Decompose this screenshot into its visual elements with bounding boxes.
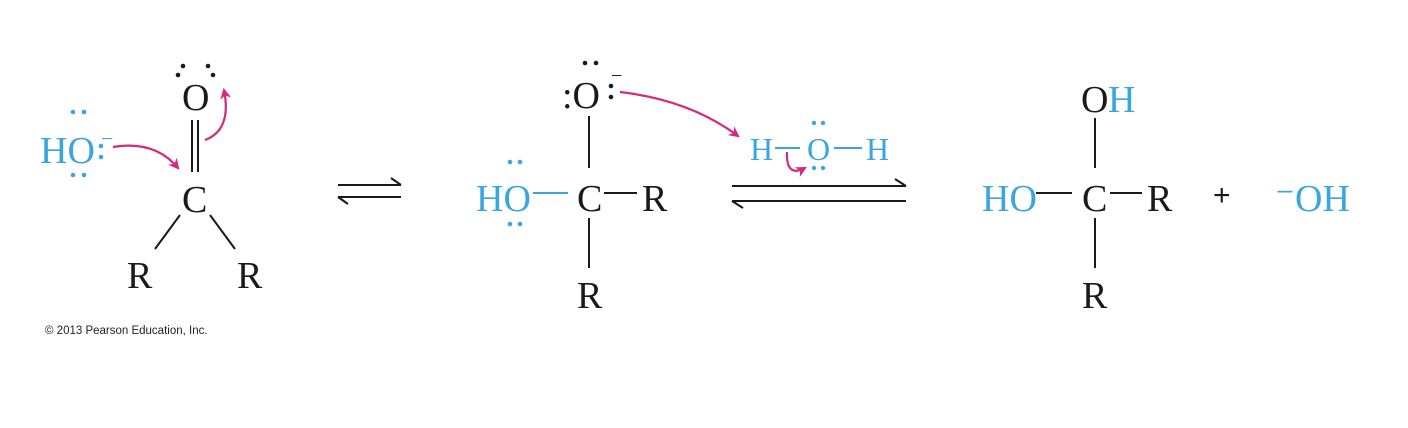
reactant-ketone: O C R R HO −	[40, 63, 263, 297]
r-group-right: R	[237, 255, 263, 297]
r-group-right: R	[1147, 178, 1173, 220]
atom-oxygen: O	[182, 77, 209, 119]
hydroxide-lone-pairs	[70, 109, 104, 178]
lone-pairs	[175, 63, 216, 78]
r-group-bottom: R	[577, 275, 603, 317]
hydroxide-nucleophile: HO	[40, 130, 95, 172]
hydroxyl-group: HO	[982, 178, 1037, 220]
lone-pairs	[582, 60, 614, 100]
r-group-bottom: R	[1082, 275, 1108, 317]
copyright-notice: © 2013 Pearson Education, Inc.	[45, 325, 208, 337]
atom-carbon: C	[182, 179, 207, 221]
water-oxygen: O	[807, 131, 830, 167]
atom-carbon: C	[1082, 178, 1107, 220]
r-group-right: R	[642, 178, 668, 220]
bond-c-r-right	[209, 214, 236, 250]
plus-sign: +	[1213, 179, 1231, 212]
tetrahedral-intermediate: :O − C HO R R	[476, 60, 740, 317]
hydroxide-product: ⁻OH	[1275, 178, 1350, 220]
bond-c-r-left	[154, 214, 181, 250]
curved-arrow-pi-bond	[204, 87, 232, 142]
r-group-left: R	[127, 255, 153, 297]
atom-carbon: C	[577, 178, 602, 220]
product-oxygen: O	[1081, 79, 1108, 121]
water-h-left: H	[750, 131, 773, 167]
water-h-right: H	[866, 131, 889, 167]
equilibrium-arrow-1	[337, 177, 402, 205]
equilibrium-arrow-2	[731, 178, 907, 209]
hydroxyl-lone-pairs	[507, 159, 523, 227]
product-hydrogen: H	[1108, 79, 1135, 121]
product-hydrate: O H C HO R R + ⁻OH	[982, 79, 1350, 317]
water-molecule: H O H	[750, 120, 889, 177]
hydroxyl-group: HO	[476, 178, 531, 220]
curved-arrow-proton-transfer	[619, 90, 740, 138]
charge-label: −	[101, 126, 113, 151]
curved-arrow-bond-break	[785, 151, 807, 177]
atom-oxygen-alkoxide: :O	[562, 75, 600, 117]
curved-arrow-attack	[112, 144, 180, 170]
charge-label: −	[611, 65, 622, 87]
